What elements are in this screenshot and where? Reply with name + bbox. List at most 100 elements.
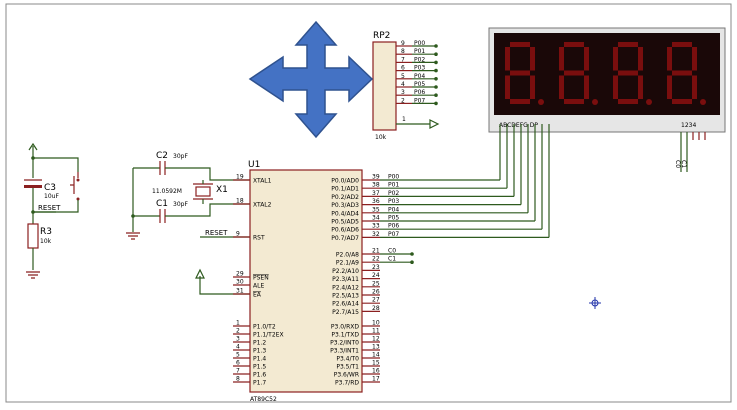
display-segment <box>672 42 692 47</box>
display-segment <box>672 70 692 76</box>
digit-net-c1: C1 <box>680 160 687 168</box>
u1-pin-name: P1.7 <box>253 380 266 387</box>
u1-net-label: P07 <box>388 231 399 238</box>
u1-pin-number: 5 <box>236 352 240 359</box>
digit-pin-labels: 1234 <box>681 122 696 129</box>
u1-pin-number: 29 <box>236 271 244 278</box>
u1-net-label: P03 <box>388 198 399 205</box>
u1-pin-number: 27 <box>372 297 380 304</box>
u1-pin-name: P3.0/RXD <box>331 324 359 331</box>
u1-pin-number: 34 <box>372 215 380 222</box>
x1-ref: X1 <box>216 185 228 195</box>
oscillator-circuit: C2 30pF C1 30pF X1 11.0592M <box>126 151 250 240</box>
crosshair-marker-icon <box>589 297 601 309</box>
u1-net-label: P01 <box>388 182 399 189</box>
u1-pin-name: ALE <box>253 283 264 290</box>
display-segment <box>505 47 510 71</box>
u1-pin-name: XTAL2 <box>253 202 272 209</box>
u1-pin-number: 22 <box>372 256 380 263</box>
display-segment <box>564 99 584 104</box>
display-segment <box>672 99 692 104</box>
display-segment <box>564 70 584 76</box>
display-dp <box>538 99 544 105</box>
rp2-net-label: P00 <box>414 40 425 47</box>
display-segment <box>584 75 589 99</box>
u1-pin-number: 7 <box>236 368 240 375</box>
rp2-net-label: P03 <box>414 65 425 72</box>
u1-pin-name: EA <box>253 292 262 299</box>
u1-pin-name: P0.5/AD5 <box>331 219 359 226</box>
u1-pin-name: P0.3/AD3 <box>331 202 359 209</box>
rp2-net-label: P05 <box>414 81 425 88</box>
rp2-pin-number: 4 <box>401 81 405 88</box>
u1-pin-number: 33 <box>372 223 380 230</box>
seven-segment-display: ABCDEFG DP 1234 C0 C1 <box>488 27 726 172</box>
u1-pin-number: 25 <box>372 280 380 287</box>
display-segment <box>667 75 672 99</box>
u1-left-pins: 19XTAL118XTAL29RST29PSEN30ALE31EA1P1.0/T… <box>233 174 284 387</box>
u1-pin-name: P1.0/T2 <box>253 324 276 331</box>
u1-net-label: C0 <box>388 248 396 255</box>
u1-pin-name: P0.1/AD1 <box>331 186 359 193</box>
u1-pin-number: 15 <box>372 360 380 367</box>
display-segment <box>638 75 643 99</box>
display-segment <box>530 75 535 99</box>
u1-pin-name: P1.5 <box>253 364 266 371</box>
rp2-pin-number: 8 <box>401 48 405 55</box>
u1-pin-name: P3.4/T0 <box>336 356 359 363</box>
segment-pin-labels: ABCDEFG DP <box>499 122 538 129</box>
display-segment <box>559 47 564 71</box>
rp2-net-label: P01 <box>414 48 425 55</box>
u1-pin-name: P2.2/A10 <box>332 268 359 275</box>
display-segment <box>613 47 618 71</box>
u1-pin-number: 10 <box>372 320 380 327</box>
u1-pin-name: P0.0/AD0 <box>331 178 359 185</box>
u1-pin-name: P2.6/A14 <box>332 301 359 308</box>
u1-pin-number: 1 <box>236 320 240 327</box>
u1-pin-number: 28 <box>372 305 380 312</box>
u1-pin-name: XTAL1 <box>253 178 272 185</box>
u1-pin-name: P2.3/A11 <box>332 276 359 283</box>
u1-pin-number: 32 <box>372 231 380 238</box>
display-segment <box>510 42 530 47</box>
display-dp <box>646 99 652 105</box>
segment-bus-wires <box>499 124 550 238</box>
u1-net-label: P04 <box>388 206 399 213</box>
u1-part: AT89C52 <box>250 396 277 403</box>
r3-ref: R3 <box>40 227 52 237</box>
display-segment <box>510 99 530 104</box>
u1-pin-name: P3.6/WR <box>334 372 359 379</box>
u1-net-label: P06 <box>388 223 399 230</box>
c1-ref: C1 <box>156 199 168 209</box>
rp2-pin-number: 9 <box>401 40 405 47</box>
c1-value: 30pF <box>173 201 188 208</box>
c2-value: 30pF <box>173 153 188 160</box>
rp2-net-label: P04 <box>414 73 425 80</box>
display-segment <box>667 47 672 71</box>
u1-pin-number: 31 <box>236 288 244 295</box>
display-segment <box>618 70 638 76</box>
display-segment <box>638 47 643 71</box>
display-segment <box>692 75 697 99</box>
u1-pin-number: 39 <box>372 174 380 181</box>
rp2-net-label: P07 <box>414 97 425 104</box>
u1-net-label: P02 <box>388 190 399 197</box>
u1-pin-number: 3 <box>236 336 240 343</box>
u1-pin-number: 24 <box>372 272 380 279</box>
display-segment <box>692 47 697 71</box>
u1-pin-name: P2.1/A9 <box>336 260 359 267</box>
u1-pin-number: 21 <box>372 248 380 255</box>
u1-pin-number: 2 <box>236 328 240 335</box>
u1-pin-number: 9 <box>236 231 240 238</box>
u1-pin-name: P3.2/INT0 <box>330 340 359 347</box>
x1-value: 11.0592M <box>152 188 182 195</box>
c3-ref: C3 <box>44 183 56 193</box>
rp2-ref: RP2 <box>373 31 390 41</box>
u1-pin-number: 38 <box>372 182 380 189</box>
u1-pin-name: P0.2/AD2 <box>331 194 359 201</box>
u1-pin-name: P3.7/RD <box>335 380 359 387</box>
u1-pin-name: P2.7/A15 <box>332 309 359 316</box>
move-cursor-icon <box>248 20 374 139</box>
